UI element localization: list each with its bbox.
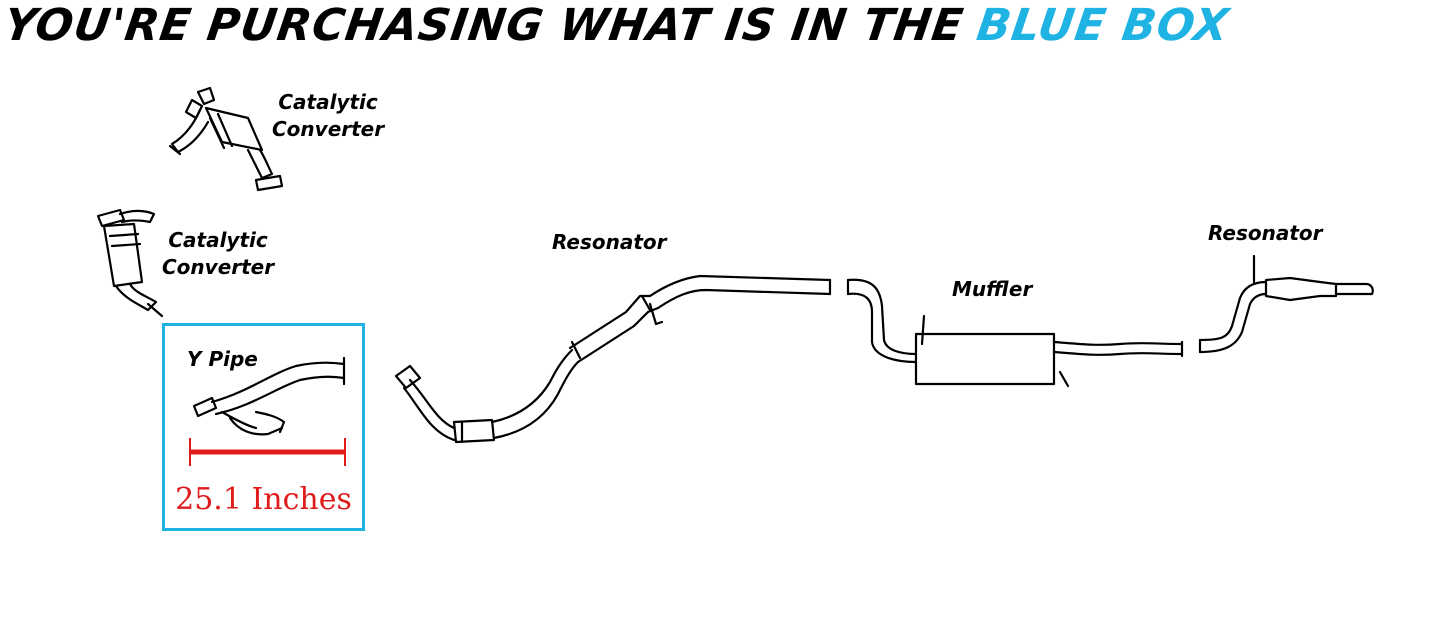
measurement-bar <box>189 438 346 466</box>
label-catalytic-converter-upper: Catalytic Converter <box>272 90 385 141</box>
label-resonator-rear: Resonator <box>1208 221 1323 245</box>
label-y-pipe: Y Pipe <box>187 347 258 371</box>
label-resonator-front: Resonator <box>552 230 667 254</box>
measurement-text: 25.1 Inches <box>175 482 352 517</box>
muffler-drawing <box>846 278 1184 388</box>
y-pipe-drawing <box>192 356 346 436</box>
blue-box-highlight <box>162 323 365 531</box>
upper-catalytic-converter-drawing <box>168 86 284 192</box>
label-catalytic-converter-lower: Catalytic Converter <box>162 228 275 279</box>
rear-pipe-with-resonator-drawing <box>1198 254 1374 354</box>
front-pipe-with-resonator-drawing <box>394 274 832 444</box>
lower-catalytic-converter-drawing <box>96 208 164 318</box>
label-muffler: Muffler <box>952 277 1033 301</box>
